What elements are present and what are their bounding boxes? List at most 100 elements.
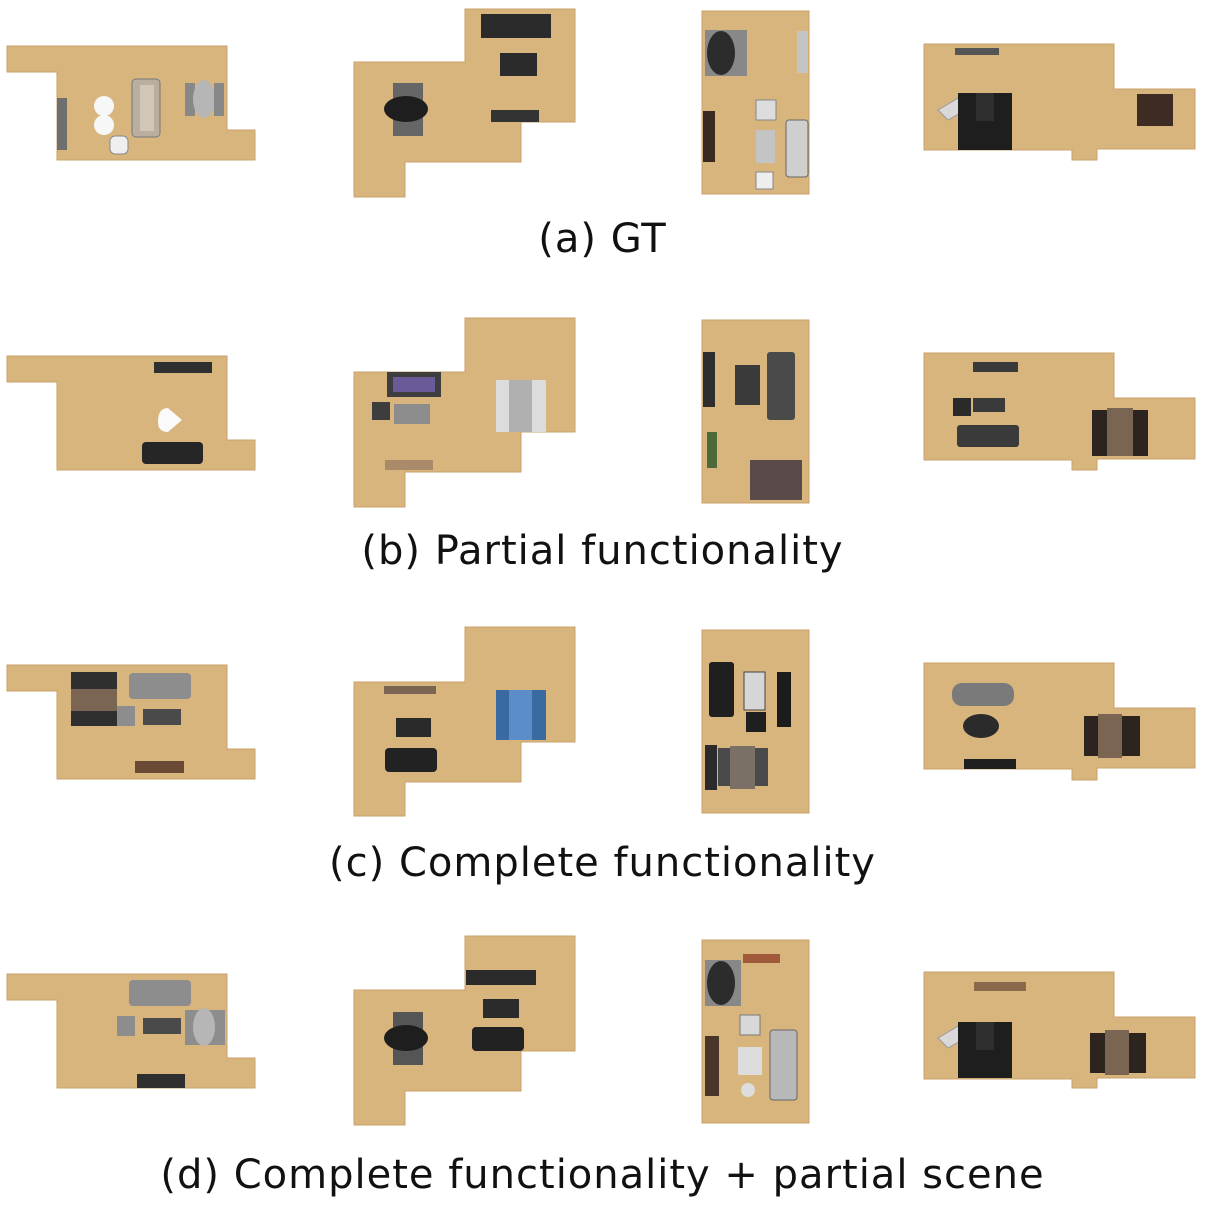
round-stool: [94, 115, 114, 135]
coffee-table: [500, 53, 537, 76]
dining-chairs: [214, 83, 224, 116]
sofa: [709, 662, 734, 717]
sofa-back: [976, 93, 994, 121]
sofa: [785, 119, 809, 178]
dining-table: [1107, 408, 1133, 456]
room-c2: [353, 626, 576, 817]
coffee-table: [756, 130, 775, 163]
room-b4: [923, 352, 1196, 471]
coffee-table: [394, 404, 430, 424]
row-c-scenes: [6, 626, 1196, 817]
armchair: [109, 135, 129, 155]
dining-set: [1137, 94, 1173, 126]
round-stool: [94, 96, 114, 116]
rug: [385, 460, 433, 470]
dining-table: [71, 689, 117, 711]
sofa-cushion: [140, 85, 154, 131]
room-d3: [701, 939, 810, 1124]
coffee-table: [743, 671, 766, 711]
coffee-table: [963, 714, 999, 738]
dining-table: [384, 96, 428, 122]
coffee-table: [973, 398, 1005, 412]
sofa: [767, 352, 795, 420]
armchair: [372, 402, 390, 420]
sofa: [957, 425, 1019, 447]
dining-table: [707, 31, 735, 75]
tv-stand: [135, 761, 184, 773]
armchair: [739, 1014, 761, 1036]
caption-a: (a) GT: [538, 216, 667, 262]
room-b2: [353, 317, 576, 508]
ottoman: [746, 712, 766, 732]
sofa: [129, 673, 191, 699]
tv-stand: [57, 98, 67, 150]
coffee-table: [738, 1047, 762, 1075]
cabinet: [797, 31, 808, 73]
tv-stand: [777, 672, 791, 727]
room-d2: [353, 935, 576, 1126]
armchair: [117, 1016, 135, 1036]
tv-stand: [964, 759, 1016, 769]
armchair: [117, 706, 135, 726]
room-b3: [701, 319, 810, 504]
room-c1: [6, 664, 256, 780]
armchair: [953, 398, 971, 416]
caption-c: (c) Complete functionality: [329, 840, 876, 886]
books: [393, 377, 435, 392]
sofa-back: [976, 1022, 994, 1050]
room-a2: [353, 8, 576, 198]
plant: [707, 432, 717, 468]
coffee-table: [396, 718, 431, 737]
armchair: [755, 99, 777, 121]
dining-table: [730, 746, 755, 789]
sofa: [129, 980, 191, 1006]
tv-stand: [974, 982, 1026, 991]
room-c3: [701, 629, 810, 814]
row-a-scenes: [6, 8, 1196, 198]
coffee-table: [735, 365, 760, 405]
tv-stand: [137, 1074, 185, 1088]
bench: [743, 954, 780, 963]
room-a3: [701, 10, 810, 195]
tv-stand: [466, 970, 536, 985]
sofa: [142, 442, 203, 464]
dining-table: [384, 1025, 428, 1051]
sofa: [472, 1027, 524, 1051]
dining-table: [509, 690, 532, 740]
row-d-scenes: [6, 935, 1196, 1126]
coffee-table: [143, 1018, 181, 1034]
tv-stand: [955, 48, 999, 55]
coffee-table: [483, 999, 519, 1018]
sofa: [385, 748, 437, 772]
dining-table: [707, 961, 735, 1005]
room-d1: [6, 973, 256, 1089]
tv-stand: [973, 362, 1018, 372]
dining-table: [1098, 714, 1122, 758]
caption-b: (b) Partial functionality: [361, 528, 844, 574]
dining-chairs: [185, 83, 195, 116]
dining-table: [1105, 1030, 1129, 1075]
room-a4: [923, 43, 1196, 161]
sofa: [481, 14, 551, 38]
tv-stand: [705, 1036, 719, 1096]
room-b1: [6, 355, 256, 471]
room-d4: [923, 971, 1196, 1089]
caption-d: (d) Complete functionality + partial sce…: [160, 1152, 1045, 1198]
dining-table: [193, 1008, 215, 1046]
side-table: [741, 1083, 755, 1097]
row-b-scenes: [6, 317, 1196, 508]
tv-stand: [703, 111, 715, 162]
dining-table: [193, 80, 215, 118]
coffee-table: [143, 709, 181, 725]
sofa: [769, 1029, 798, 1101]
coffee-table: [158, 408, 182, 432]
shelf: [384, 686, 436, 694]
tv-stand: [154, 362, 212, 373]
tv-stand: [491, 110, 539, 122]
room-a1: [6, 45, 256, 161]
tv-stand: [703, 352, 715, 407]
sofa: [952, 683, 1014, 706]
dining-set: [750, 460, 802, 500]
armchair: [755, 171, 774, 190]
room-c4: [923, 662, 1196, 781]
